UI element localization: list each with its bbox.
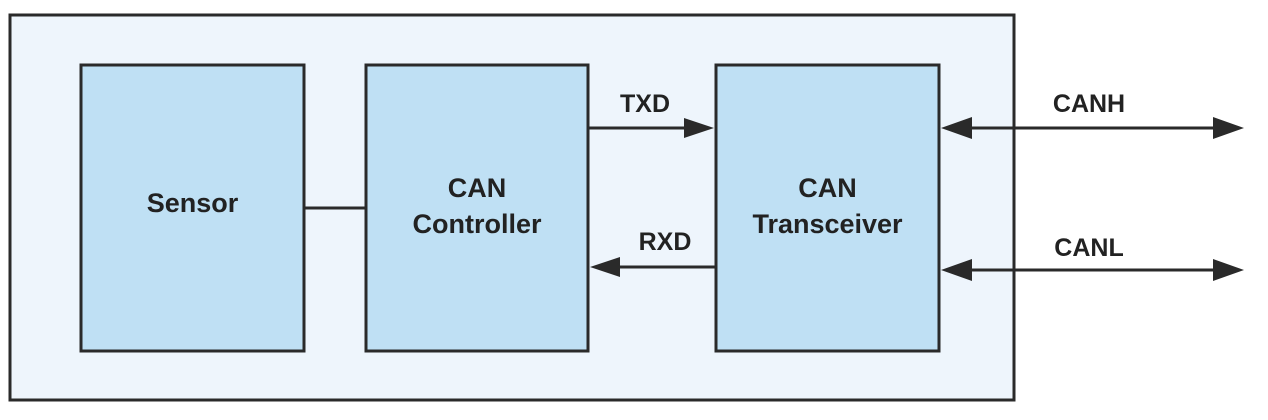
txd-label: TXD — [620, 90, 670, 118]
canl-right-arrowhead-icon — [1213, 259, 1244, 281]
sensor-box — [79, 63, 306, 353]
sensor-block: Sensor — [79, 63, 306, 353]
can-transceiver-box — [714, 63, 941, 353]
sensor-label: Sensor — [147, 188, 239, 218]
canl-label: CANL — [1054, 234, 1123, 262]
rxd-label: RXD — [639, 228, 692, 256]
rxd-arrowhead-icon — [590, 257, 620, 277]
canl-left-arrowhead-icon — [941, 259, 972, 281]
can-transceiver-label-line1: CAN — [798, 173, 857, 203]
canh-label: CANH — [1053, 90, 1125, 118]
can-controller-label-line1: CAN — [448, 173, 507, 203]
rxd-connection: RXD — [590, 228, 716, 277]
can-controller-block: CAN Controller — [364, 63, 590, 353]
canh-left-arrowhead-icon — [941, 117, 972, 139]
txd-arrowhead-icon — [684, 118, 714, 138]
canh-connection: CANH — [941, 90, 1244, 139]
canh-right-arrowhead-icon — [1213, 117, 1244, 139]
can-transceiver-block: CAN Transceiver — [714, 63, 941, 353]
can-transceiver-label-line2: Transceiver — [752, 209, 903, 239]
can-controller-box — [364, 63, 590, 353]
canl-connection: CANL — [941, 234, 1244, 281]
txd-connection: TXD — [588, 90, 714, 138]
can-controller-label-line2: Controller — [412, 209, 541, 239]
